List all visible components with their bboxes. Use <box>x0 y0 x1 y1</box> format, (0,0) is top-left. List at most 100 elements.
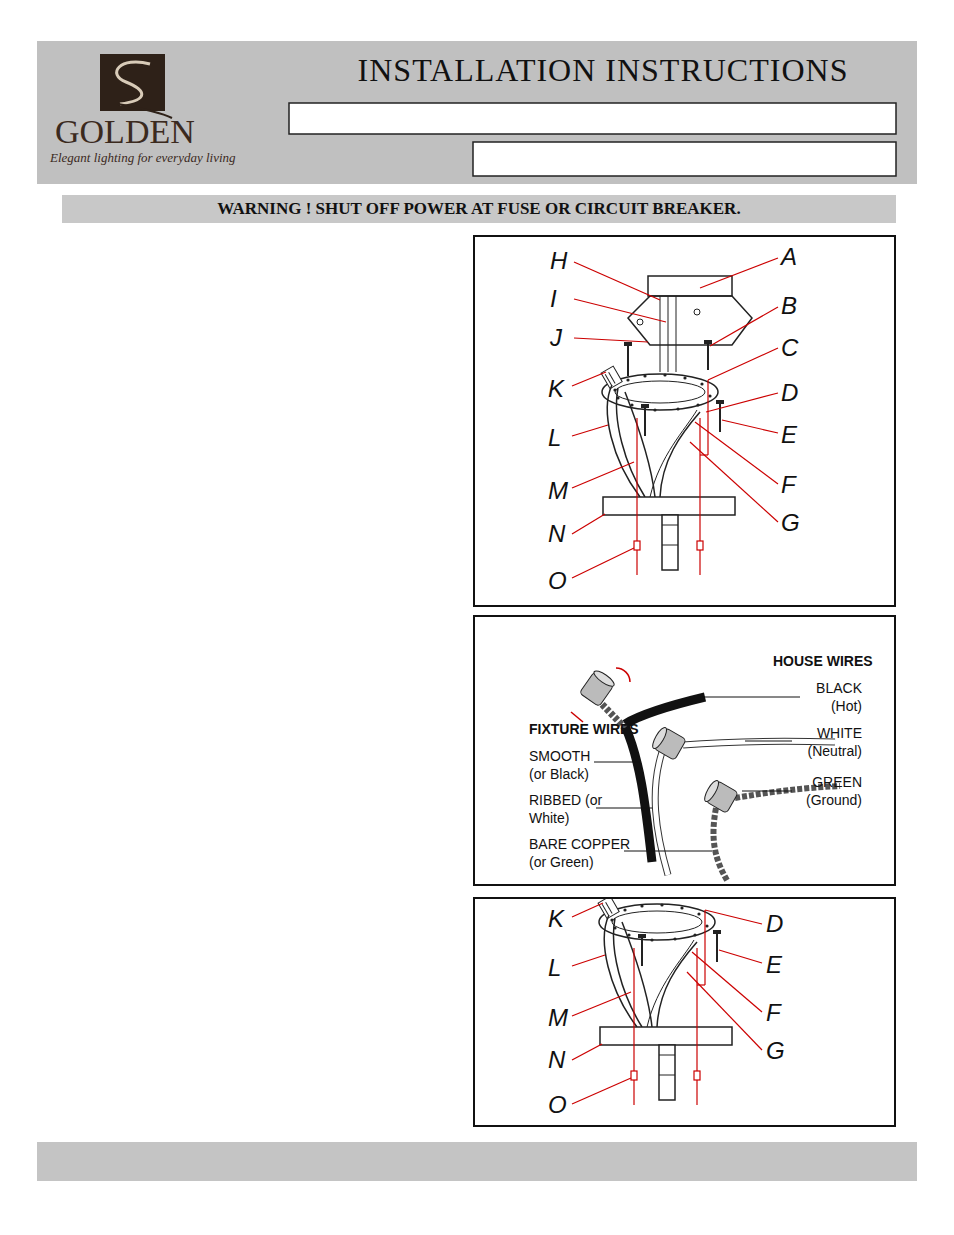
warning-band: WARNING ! SHUT OFF POWER AT FUSE OR CIRC… <box>62 195 896 223</box>
drawing-path <box>616 668 630 682</box>
drawing-ellipse <box>650 726 669 751</box>
wire-label: BLACK (Hot) <box>804 679 862 715</box>
callout-letter: I <box>550 285 557 313</box>
drawing-line <box>574 299 666 322</box>
drawing-g <box>598 899 732 1105</box>
callout-letter: E <box>781 421 797 449</box>
drawing-rect <box>624 342 632 346</box>
callout-letter: M <box>548 1004 568 1032</box>
drawing-line <box>707 344 709 370</box>
callout-letter: K <box>548 905 564 933</box>
callout-letter: H <box>550 247 567 275</box>
callout-letter: B <box>781 292 797 320</box>
callout-letter: L <box>548 954 561 982</box>
drawing-line <box>594 762 640 763</box>
drawing-line <box>574 338 648 342</box>
drawing-line <box>572 425 608 436</box>
callout-letter: G <box>781 509 800 537</box>
drawing-line <box>742 791 792 792</box>
drawing-path <box>625 697 705 724</box>
drawing-line <box>708 348 778 380</box>
group-heading: FIXTURE WIRES <box>529 720 639 738</box>
drawing-rect <box>473 142 896 176</box>
drawing-rect <box>37 1142 917 1181</box>
drawing-use <box>601 366 735 575</box>
drawing-line <box>692 952 762 1012</box>
wire-label: RIBBED (or White) <box>529 791 607 827</box>
drawing-line <box>572 1078 631 1104</box>
drawing-line <box>596 808 652 809</box>
drawing-line <box>719 950 762 963</box>
drawing-circle <box>637 319 643 325</box>
drawing-line <box>572 372 606 386</box>
callout-letter: A <box>781 243 797 271</box>
callout-letter: J <box>550 324 562 352</box>
drawing-g <box>594 697 800 851</box>
wire-label: BARE COPPER (or Green) <box>529 835 633 871</box>
header-band <box>37 41 917 184</box>
warning-text: WARNING ! SHUT OFF POWER AT FUSE OR CIRC… <box>70 198 888 220</box>
callout-letter: D <box>766 910 783 938</box>
drawing-line <box>745 741 792 742</box>
drawing-polygon <box>628 296 752 345</box>
wire-label: WHITE (Neutral) <box>794 724 862 760</box>
brand-tagline: Elegant lighting for everyday living <box>50 150 236 165</box>
drawing-g <box>650 726 686 761</box>
drawing-path <box>655 752 668 875</box>
drawing-line <box>660 296 661 372</box>
brand-name: GOLDEN <box>55 112 195 151</box>
drawing-line <box>627 346 629 376</box>
callout-letter: O <box>548 1091 567 1119</box>
drawing-line <box>572 992 631 1016</box>
drawing-path <box>117 62 150 104</box>
drawing-line <box>722 420 778 433</box>
callout-letter: M <box>548 477 568 505</box>
drawing-path <box>713 808 728 882</box>
drawing-rect <box>474 898 895 1126</box>
drawing-rect <box>100 54 165 111</box>
drawing-g <box>579 668 616 706</box>
callout-letter: G <box>766 1037 785 1065</box>
callout-letter: N <box>548 520 565 548</box>
drawing-g <box>702 779 738 814</box>
callout-letter: C <box>781 334 798 362</box>
group-heading: HOUSE WIRES <box>773 652 873 670</box>
drawing-line <box>676 296 677 372</box>
drawing-line <box>687 972 762 1050</box>
drawing-path <box>655 752 668 875</box>
drawing-line <box>572 514 605 534</box>
drawing-rect <box>704 340 712 344</box>
drawing-line <box>572 1044 602 1060</box>
drawing-line <box>574 262 660 300</box>
drawing-line <box>668 296 669 372</box>
page-title: INSTALLATION INSTRUCTIONS <box>290 50 916 90</box>
wire-label: GREEN (Ground) <box>794 773 862 809</box>
drawing-line <box>572 462 634 488</box>
drawing-g <box>572 903 762 1104</box>
callout-letter: E <box>766 951 782 979</box>
wire-label: SMOOTH (or Black) <box>529 747 603 783</box>
drawing-rect <box>474 616 895 885</box>
drawing-ellipse <box>702 779 721 804</box>
drawing-g <box>572 258 778 578</box>
drawing-line <box>572 548 634 578</box>
drawing-line <box>624 851 712 852</box>
callout-letter: N <box>548 1046 565 1074</box>
drawing-line <box>705 910 762 924</box>
drawing-line <box>702 697 800 698</box>
drawing-line <box>572 903 603 917</box>
drawing-ellipse <box>592 668 616 688</box>
callout-letter: D <box>781 379 798 407</box>
drawing-line <box>710 307 778 346</box>
drawing-line <box>572 955 605 966</box>
callout-letter: L <box>548 424 561 452</box>
drawing-path <box>571 712 583 722</box>
drawing-line <box>700 258 778 288</box>
drawing-line <box>695 422 778 484</box>
drawing-rect <box>289 103 896 134</box>
callout-letter: K <box>548 375 564 403</box>
drawing-use <box>598 899 732 1105</box>
drawing-rect <box>648 276 732 296</box>
